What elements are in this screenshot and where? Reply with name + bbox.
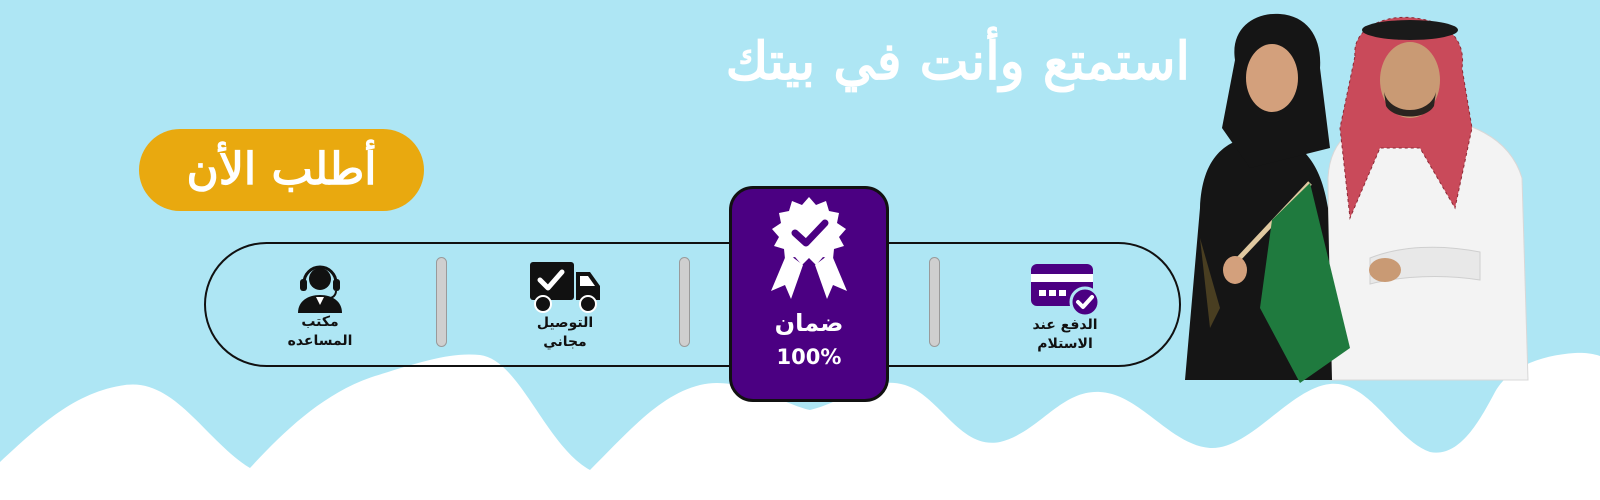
support-label-line1: مكتب bbox=[301, 314, 339, 330]
separator bbox=[929, 257, 940, 347]
guarantee-badge-icon bbox=[771, 197, 847, 299]
white-waves bbox=[0, 352, 1600, 500]
feature-delivery: التوصيل مجاني bbox=[515, 260, 615, 352]
order-now-button[interactable]: أطلب الأن bbox=[139, 129, 424, 211]
features-bar bbox=[204, 242, 1181, 367]
man-figure bbox=[1327, 16, 1529, 381]
delivery-label-line1: التوصيل bbox=[536, 315, 594, 331]
guarantee-percent: 100% bbox=[776, 345, 842, 369]
hero-headline: استمتع وأنت في بيتك bbox=[725, 31, 1190, 92]
support-label-line2: المساعده bbox=[287, 333, 353, 349]
guarantee-badge: ضمان 100% bbox=[729, 186, 889, 402]
delivery-truck-icon bbox=[530, 262, 600, 313]
separator bbox=[679, 257, 690, 347]
feature-support: مكتب المساعده bbox=[270, 259, 370, 351]
card-check-icon bbox=[1031, 264, 1101, 316]
saudi-couple-illustration bbox=[1185, 13, 1529, 383]
separator bbox=[436, 257, 447, 347]
woman-figure bbox=[1185, 13, 1350, 383]
payment-label-line1: الدفع عند bbox=[1032, 317, 1098, 333]
feature-cash-on-delivery: الدفع عند الاستلام bbox=[1005, 262, 1125, 354]
guarantee-title: ضمان bbox=[774, 309, 844, 337]
delivery-label-line2: مجاني bbox=[543, 334, 587, 350]
headset-agent-icon bbox=[298, 265, 342, 313]
payment-label-line2: الاستلام bbox=[1037, 336, 1093, 352]
